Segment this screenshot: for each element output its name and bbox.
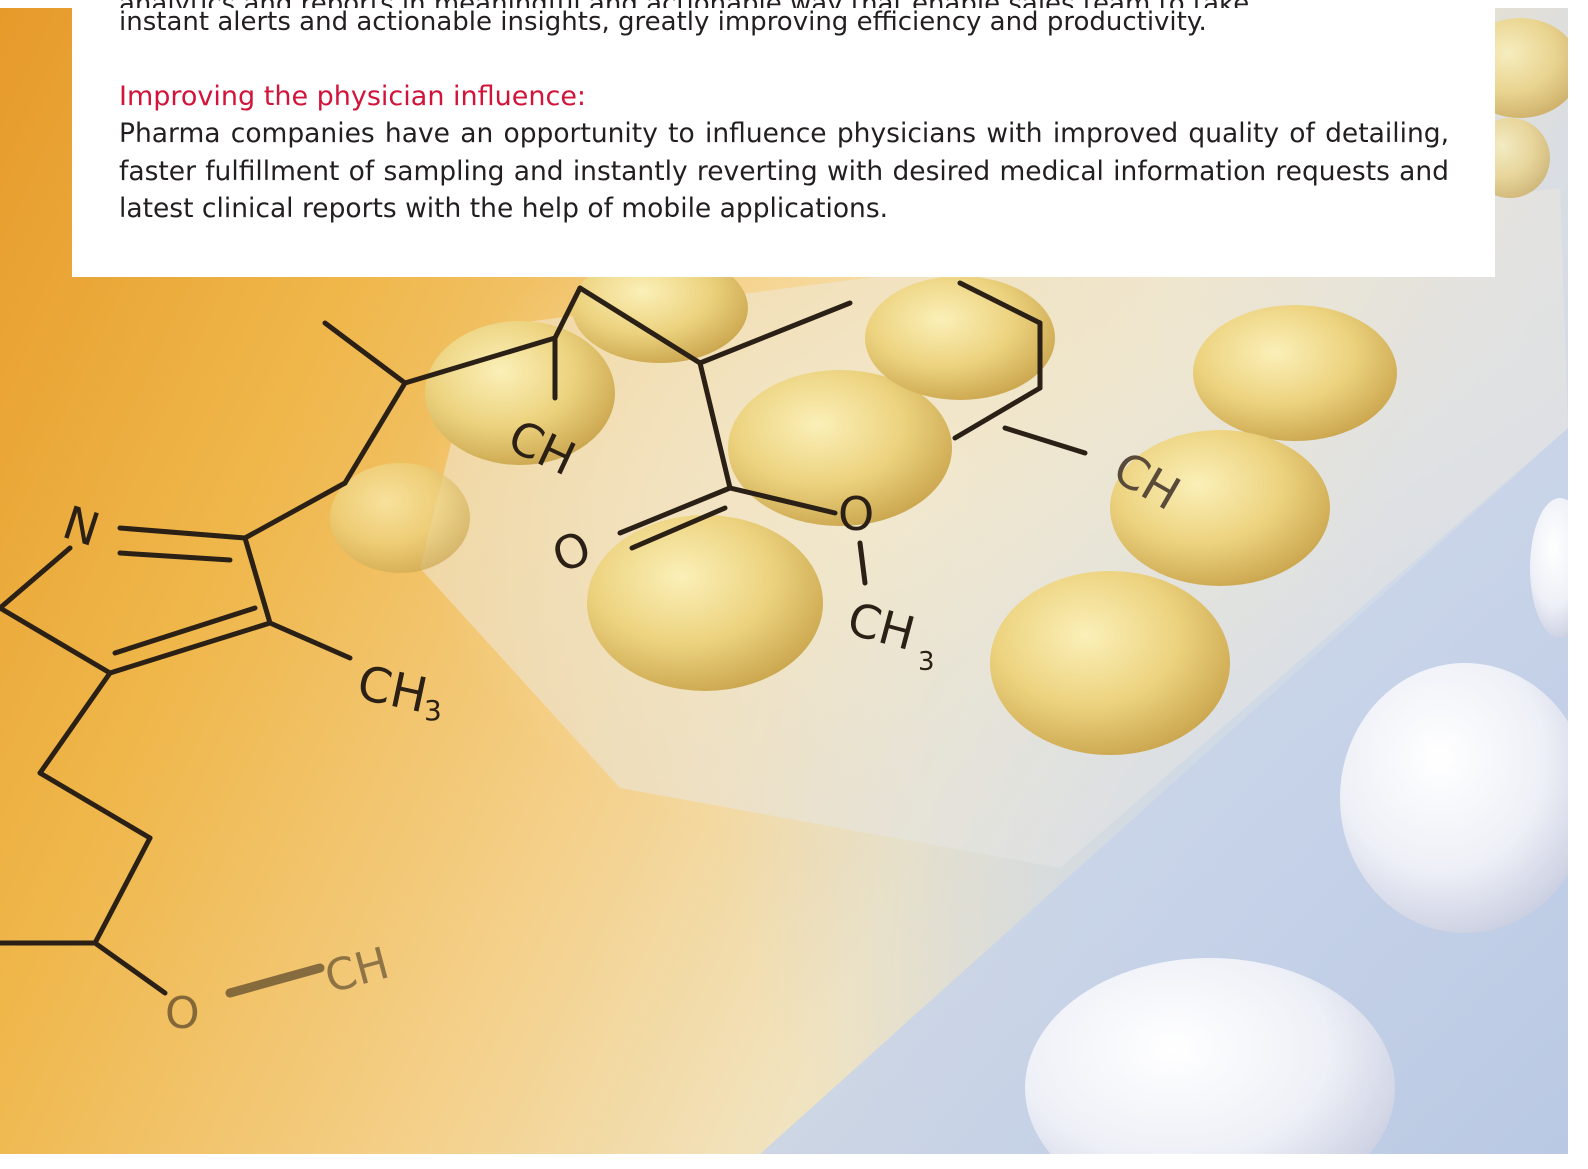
section-body: Pharma companies have an opportunity to … [119,115,1449,228]
section-heading: Improving the physician influence: [119,81,587,112]
chemical-structure [0,280,1088,996]
label-sub3-c: 3 [918,647,935,677]
label-o3: O [165,988,200,1039]
body-line-3: latest clinical reports with the help of… [119,193,889,224]
body-line-1: Pharma companies have an opportunity to … [119,118,1449,149]
blue-blister-sheet [760,428,1568,1154]
label-ch3-e: CH [320,938,395,1004]
label-sub3-a: 3 [424,694,442,727]
body-line-2: faster fulfillment of sampling and insta… [119,155,1449,187]
label-ch3-a: CH [353,655,433,724]
label-o2: O [838,487,874,541]
text-card: analytics and reports in meaningful and … [72,0,1495,277]
clipped-text-line: analytics and reports in meaningful and … [119,0,1449,8]
white-pills [1025,498,1568,1154]
label-n: N [57,495,106,557]
intro-text-line: instant alerts and actionable insights, … [119,7,1207,37]
